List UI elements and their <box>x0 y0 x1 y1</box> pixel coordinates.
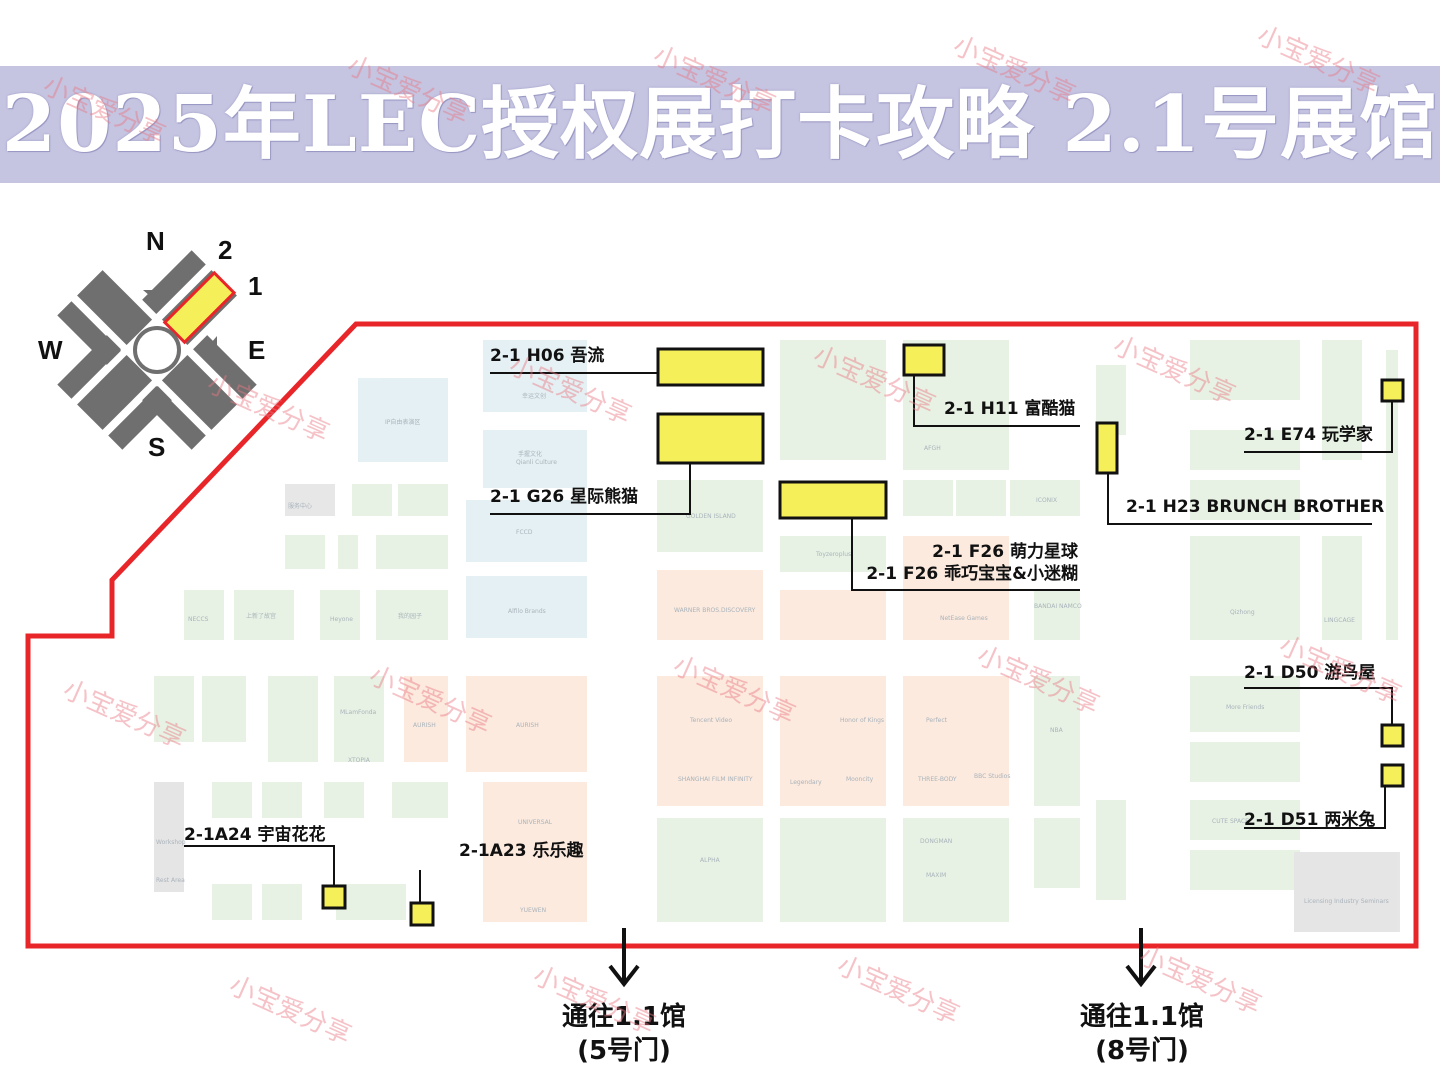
exit-right: 通往1.1馆 (8号门) <box>1062 1000 1222 1068</box>
compass-n: N <box>146 226 165 256</box>
svg-text:上新了故宫: 上新了故宫 <box>246 612 276 620</box>
compass-w: W <box>38 335 63 365</box>
svg-text:AFGH: AFGH <box>924 445 941 452</box>
svg-text:ALPHA: ALPHA <box>700 857 721 864</box>
svg-text:UNIVERSAL: UNIVERSAL <box>518 819 553 826</box>
svg-text:CUTE SPACE: CUTE SPACE <box>1212 818 1249 825</box>
compass-entrance-1: 1 <box>248 271 262 301</box>
label-a23: 2-1A23 乐乐趣 <box>459 841 584 861</box>
label-e74: 2-1 E74 玩学家 <box>1244 425 1373 445</box>
svg-text:Qizhong: Qizhong <box>1230 609 1255 616</box>
svg-text:SHANGHAI FILM INFINITY: SHANGHAI FILM INFINITY <box>678 776 753 783</box>
svg-text:More Friends: More Friends <box>1226 704 1264 711</box>
svg-text:BBC Studios: BBC Studios <box>974 773 1010 780</box>
page-title: 2025年LEC授权展打卡攻略 2.1号展馆 <box>1 79 1439 170</box>
svg-text:NBA: NBA <box>1050 727 1064 734</box>
svg-text:YUEWEN: YUEWEN <box>519 907 546 914</box>
exit-right-line1: 通往1.1馆 <box>1079 1002 1205 1032</box>
svg-text:WARNER BROS.DISCOVERY: WARNER BROS.DISCOVERY <box>674 607 756 614</box>
background-booths: IP自由表演区 幸运文创 手握文化 Qianli Culture 服务中心 GO… <box>154 340 1400 932</box>
svg-text:BANDAI NAMCO: BANDAI NAMCO <box>1034 603 1082 610</box>
svg-text:我的园子: 我的园子 <box>398 612 422 620</box>
svg-text:Tencent Video: Tencent Video <box>689 717 732 724</box>
svg-text:THREE-BODY: THREE-BODY <box>917 776 957 783</box>
label-d50: 2-1 D50 游鸟屋 <box>1244 663 1376 683</box>
svg-text:Toyzeroplus: Toyzeroplus <box>815 551 851 558</box>
label-d51: 2-1 D51 两米兔 <box>1244 810 1376 830</box>
svg-text:Workshop: Workshop <box>156 839 186 846</box>
compass-entrance-2: 2 <box>218 235 232 265</box>
svg-text:手握文化: 手握文化 <box>518 450 542 458</box>
label-f26b: 2-1 F26 乖巧宝宝&小迷糊 <box>866 564 1078 584</box>
compass-e: E <box>248 335 265 365</box>
exit-left: 通往1.1馆 (5号门) <box>544 1000 704 1068</box>
svg-text:Qianli Culture: Qianli Culture <box>516 459 557 466</box>
booth-g26-box[interactable] <box>656 412 765 465</box>
hall-outline <box>25 321 1419 949</box>
svg-text:AURISH: AURISH <box>413 722 436 729</box>
booth-a23-box[interactable] <box>409 901 435 927</box>
svg-text:服务中心: 服务中心 <box>288 502 312 510</box>
svg-text:DONGMAN: DONGMAN <box>920 838 952 845</box>
svg-text:Mooncity: Mooncity <box>846 776 874 783</box>
compass-s: S <box>148 432 165 462</box>
svg-text:XTOPIA: XTOPIA <box>348 757 371 764</box>
svg-text:Legendary: Legendary <box>790 779 822 786</box>
booth-f26-box[interactable] <box>778 480 888 520</box>
label-g26: 2-1 G26 星际熊猫 <box>490 487 639 507</box>
booth-h23-box[interactable] <box>1095 421 1119 475</box>
svg-text:NetEase Games: NetEase Games <box>940 615 988 622</box>
booth-e74-box[interactable] <box>1380 378 1405 403</box>
svg-text:FCCD: FCCD <box>516 529 533 536</box>
entrance-highlight <box>162 270 237 345</box>
exit-left-line2: (5号门) <box>577 1036 671 1066</box>
svg-text:Perfect: Perfect <box>926 717 948 724</box>
label-h11: 2-1 H11 富酷猫 <box>944 399 1076 419</box>
svg-text:幸运文创: 幸运文创 <box>522 392 546 400</box>
leader-lines <box>184 372 1393 903</box>
title-banner <box>0 66 1440 183</box>
svg-text:MLamFonda: MLamFonda <box>340 709 377 716</box>
label-a24: 2-1A24 宇宙花花 <box>184 825 326 845</box>
booth-h06-box[interactable] <box>656 347 765 387</box>
booth-d51-box[interactable] <box>1380 763 1405 788</box>
svg-text:Alfilo Brands: Alfilo Brands <box>508 608 546 615</box>
label-h23: 2-1 H23 BRUNCH BROTHER <box>1126 497 1385 517</box>
svg-text:Honor of Kings: Honor of Kings <box>840 717 884 724</box>
svg-text:LINGCAGE: LINGCAGE <box>1324 617 1355 624</box>
booth-h11-box[interactable] <box>902 343 946 377</box>
exit-arrow-left <box>608 928 640 988</box>
svg-text:Rest Area: Rest Area <box>156 877 185 884</box>
svg-text:AURISH: AURISH <box>516 722 539 729</box>
exit-right-line2: (8号门) <box>1095 1036 1189 1066</box>
svg-text:Heyone: Heyone <box>330 616 353 623</box>
label-f26a: 2-1 F26 萌力星球 <box>932 542 1078 562</box>
svg-text:NECCS: NECCS <box>188 616 209 623</box>
svg-text:GOLDEN ISLAND: GOLDEN ISLAND <box>686 513 736 520</box>
svg-text:IP自由表演区: IP自由表演区 <box>385 418 420 426</box>
booth-d50-box[interactable] <box>1380 723 1405 748</box>
exit-left-line1: 通往1.1馆 <box>561 1002 687 1032</box>
label-h06: 2-1 H06 吾流 <box>490 346 605 366</box>
compass <box>57 250 257 450</box>
exit-arrow-right <box>1125 928 1157 988</box>
svg-text:MAXIM: MAXIM <box>926 872 946 879</box>
svg-text:Licensing Industry Seminars: Licensing Industry Seminars <box>1304 898 1389 905</box>
booth-a24-box[interactable] <box>321 884 347 910</box>
svg-text:ICONIX: ICONIX <box>1036 497 1057 504</box>
